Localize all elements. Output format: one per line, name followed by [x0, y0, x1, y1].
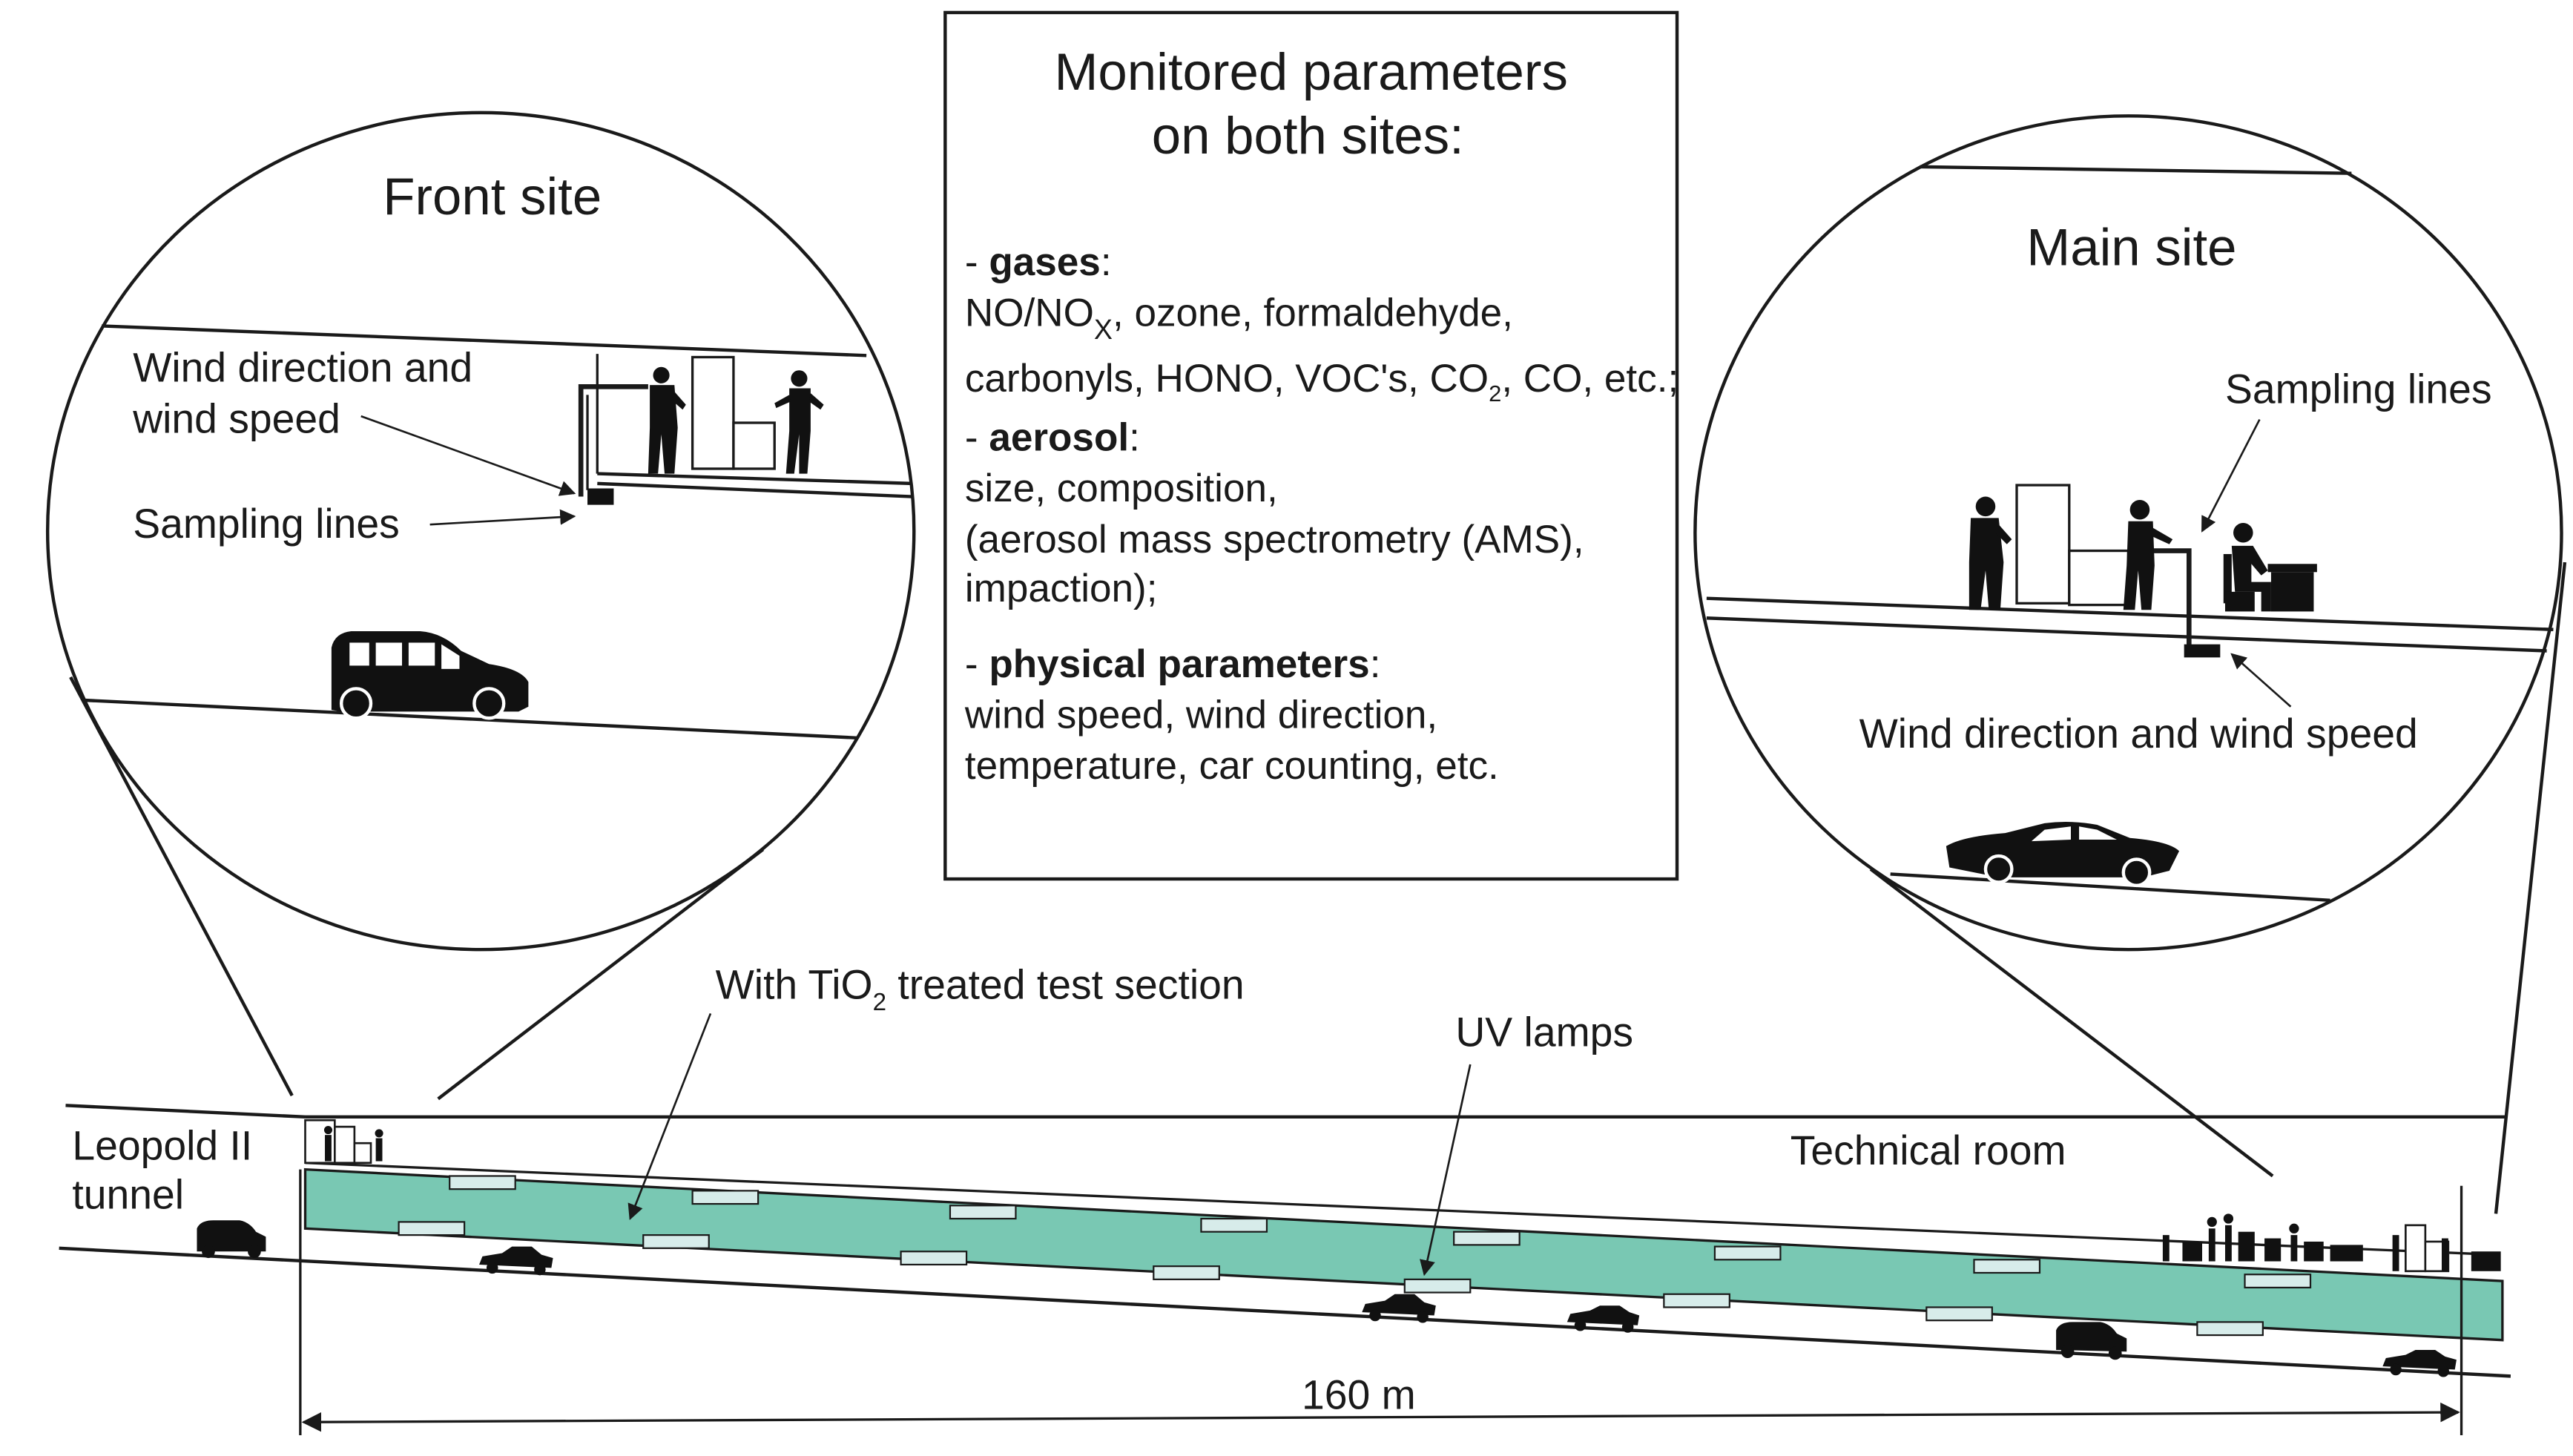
uv-lamp	[1663, 1293, 1730, 1308]
car-icon	[2382, 1349, 2457, 1377]
uv-lamps-label: UV lamps	[1455, 1009, 1633, 1055]
main-instrument-box	[2068, 549, 2130, 607]
uv-lamp	[642, 1234, 710, 1249]
aerosol-line1: size, composition,	[965, 467, 1278, 510]
main-person-middle	[2123, 499, 2173, 610]
main-sampling-arrow	[2201, 418, 2261, 533]
parameters-box-border	[943, 10, 1679, 881]
uv-lamps-group	[398, 1175, 2312, 1337]
main-room-floor-bottom	[1706, 616, 2547, 653]
main-room-floor-top	[1706, 596, 2554, 631]
main-site-magnifier: Main site Sampling	[1693, 114, 2567, 1214]
parameters-title-line2: on both sites:	[1152, 107, 1464, 165]
aerosol-line2: (aerosol mass spectrometry (AMS),	[965, 518, 1584, 561]
uv-lamp	[949, 1205, 1017, 1220]
tunnel-name-line1: Leopold II	[72, 1122, 252, 1168]
technical-room-people-icon	[2162, 1213, 2363, 1262]
uv-lamp	[1200, 1217, 1268, 1233]
front-instrument-box	[732, 421, 776, 470]
uv-lamps-arrow	[1420, 1064, 1472, 1277]
physical-line2: temperature, car counting, etc.	[965, 744, 1499, 788]
front-person-right	[774, 370, 824, 474]
car-icon	[1566, 1305, 1640, 1333]
uv-lamp	[1453, 1231, 1521, 1246]
tunnel-length-label: 160 m	[1302, 1372, 1416, 1418]
main-car-icon	[1946, 822, 2180, 888]
main-site-title: Main site	[2026, 219, 2236, 277]
front-connector-left	[69, 676, 294, 1097]
tunnel-road	[59, 1246, 2511, 1378]
main-connector-left	[1869, 868, 2274, 1178]
gases-heading: - gases:	[965, 240, 1112, 284]
aerosol-line3: impaction);	[965, 567, 1158, 610]
main-instrument-cabinet	[2015, 484, 2071, 605]
uv-lamp	[398, 1221, 466, 1236]
uv-lamp	[1153, 1265, 1220, 1280]
main-connector-right	[2494, 561, 2567, 1214]
uv-lamp	[691, 1190, 760, 1205]
uv-lamp	[449, 1175, 516, 1190]
front-sampling-pipe	[578, 384, 648, 497]
uv-lamp	[1403, 1278, 1472, 1294]
monitored-parameters-box: Monitored parameters on both sites: - ga…	[943, 10, 1679, 881]
uv-lamp	[1973, 1259, 2041, 1274]
front-anemometer	[587, 488, 614, 505]
aerosol-heading: - aerosol:	[965, 416, 1140, 460]
front-site-magnifier: Front site Wind direction and wind sp	[45, 111, 916, 1101]
front-sampling-arrow	[429, 509, 576, 526]
car-icon	[1362, 1294, 1436, 1323]
main-road-line	[1890, 872, 2330, 903]
parameters-title-line1: Monitored parameters	[1054, 43, 1567, 102]
uv-lamp	[2244, 1274, 2312, 1289]
front-site-circle	[45, 111, 916, 952]
physical-heading: - physical parameters:	[965, 642, 1381, 686]
front-instrument-cabinet	[691, 355, 735, 470]
car-icon	[479, 1246, 553, 1276]
treated-section-arrow	[627, 1012, 712, 1220]
tunnel-name-line2: tunnel	[72, 1172, 184, 1218]
gases-line1: NO/NOX, ozone, formaldehyde,	[965, 291, 1513, 345]
front-van-icon	[331, 630, 529, 720]
main-anemometer	[2184, 644, 2221, 658]
uv-lamp	[1713, 1245, 1782, 1261]
treated-section-label: With TiO2 treated test section	[716, 962, 1245, 1016]
front-ceiling-line	[102, 324, 867, 358]
tunnel-profile: 160 m Leopold II tunnel With TiO2 treate…	[59, 962, 2511, 1436]
gases-line2: carbonyls, HONO, VOC's, CO2, CO, etc.;	[965, 357, 1678, 406]
main-person-seated	[2223, 522, 2271, 612]
main-desk-icon	[2267, 564, 2317, 612]
main-wind-arrow	[2230, 653, 2292, 708]
front-site-small-icon	[304, 1119, 383, 1165]
physical-line1: wind speed, wind direction,	[964, 694, 1437, 737]
car-icon	[197, 1220, 266, 1259]
front-room-floor-bottom	[597, 481, 913, 498]
main-wind-label: Wind direction and wind speed	[1859, 711, 2418, 757]
tunnel-upper-line	[305, 1162, 2498, 1256]
front-site-title: Front site	[383, 168, 602, 226]
tunnel-ceiling-entrance	[65, 1104, 306, 1119]
front-floor-line	[82, 698, 857, 739]
main-ceiling-line	[1920, 165, 2352, 175]
uv-lamp	[2196, 1321, 2264, 1337]
main-sampling-label: Sampling lines	[2225, 366, 2492, 412]
front-connector-right	[437, 848, 765, 1101]
main-site-small-icon	[2392, 1224, 2501, 1273]
front-wind-arrow	[360, 415, 576, 496]
front-person-left	[648, 366, 686, 474]
dimension-arrow	[301, 1402, 2460, 1432]
uv-lamp	[900, 1251, 968, 1266]
technical-room-label: Technical room	[1790, 1127, 2066, 1173]
main-person-left	[1969, 496, 2012, 610]
front-wind-label-line1: Wind direction and	[133, 345, 472, 391]
front-sampling-label: Sampling lines	[133, 501, 400, 547]
front-wind-label-line2: wind speed	[132, 395, 340, 441]
front-room-floor-top	[597, 472, 913, 486]
tio2-treated-section	[303, 1167, 2504, 1342]
car-icon	[2056, 1322, 2127, 1360]
uv-lamp	[1925, 1306, 1993, 1322]
